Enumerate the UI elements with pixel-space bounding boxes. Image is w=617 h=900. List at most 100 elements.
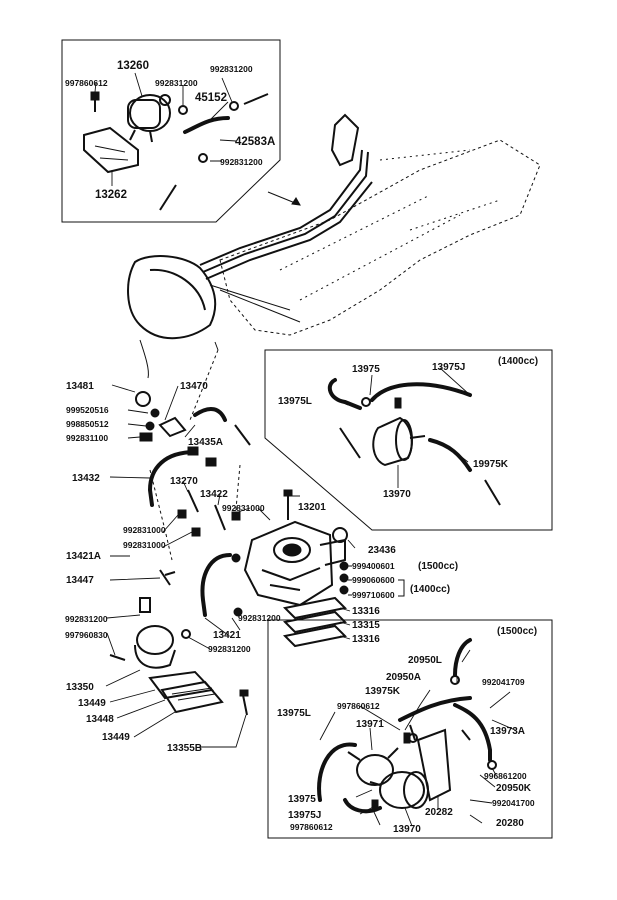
part-label: 992831000 (123, 525, 166, 535)
part-label: 13973A (490, 726, 525, 737)
part-label: 13975 (352, 364, 380, 375)
part-label: 13432 (72, 473, 100, 484)
hose-clip-icon (178, 105, 188, 115)
gasket-13316 (282, 624, 348, 648)
engine-variant-label: (1400cc) (410, 584, 450, 595)
part-label: 13975K (365, 686, 401, 697)
part-label: 992831200 (210, 64, 253, 74)
part-label: 20950L (408, 655, 442, 666)
cap-23436 (332, 527, 348, 543)
part-label: 992831200 (65, 614, 108, 624)
engine-variant-label: (1500cc) (497, 626, 537, 637)
bracket-13262 (83, 126, 139, 174)
screw-icon (90, 91, 100, 112)
washer-icon (339, 585, 349, 595)
part-label-13260: 13260 (117, 60, 149, 72)
part-label: 13970 (393, 824, 421, 835)
washer-icon (339, 573, 349, 583)
solenoid-valve-13260 (127, 94, 171, 143)
hose-13421 (200, 553, 232, 617)
part-label-45152: 45152 (195, 92, 227, 104)
part-label: 19975K (473, 459, 509, 470)
part-label: 23436 (368, 545, 396, 556)
inset-1400cc: (1400cc) 13975 13975J 13975L 19975K 1397… (264, 349, 553, 531)
main-assembly: 13481 13470 999520516 998850512 99283110… (65, 349, 458, 754)
hose-13973a (453, 703, 492, 762)
part-label: 13975J (288, 810, 321, 821)
part-label: 13316 (352, 634, 380, 645)
engine-bay-cluster (127, 255, 217, 340)
hose-clip-icon (198, 153, 208, 163)
pipe-13422 (214, 504, 226, 531)
part-label: 999520516 (66, 405, 109, 415)
part-label: 992041709 (482, 677, 525, 687)
stud-13355b (242, 694, 248, 716)
hose-20950l (453, 638, 472, 677)
bolt-icon (403, 732, 411, 744)
hose-42583a (183, 116, 230, 134)
part-label: 999710600 (352, 590, 395, 600)
hose-13435a (193, 407, 227, 422)
hose-13975l (317, 742, 357, 802)
part-label: 997860612 (65, 78, 108, 88)
clip-13481 (135, 391, 151, 407)
part-label: 13975 (288, 794, 316, 805)
part-label: 13315 (352, 620, 380, 631)
part-label: 13970 (383, 489, 411, 500)
part-label: 13449 (102, 732, 130, 743)
hose-stub (159, 184, 177, 211)
hose-clip-icon (487, 760, 497, 770)
part-label: 13270 (170, 476, 198, 487)
part-label: 996861200 (484, 771, 527, 781)
hose-clip-icon (450, 675, 460, 685)
part-label: 999060600 (352, 575, 395, 585)
hose-19975k (428, 438, 472, 472)
engine-variant-label: (1400cc) (498, 356, 538, 367)
fuel-pump-13350 (109, 597, 176, 669)
part-label: 997860612 (290, 822, 333, 832)
part-label: 13201 (298, 502, 326, 513)
hose-stub (243, 93, 269, 105)
part-label: 13975L (277, 708, 311, 719)
hose-13975j (370, 382, 472, 402)
part-label: 13975J (432, 362, 465, 373)
part-label: 998850512 (66, 419, 109, 429)
bolt-13270 (187, 489, 199, 513)
vehicle-underbody (127, 113, 541, 379)
part-label: 992831200 (155, 78, 198, 88)
part-label: 13971 (356, 719, 384, 730)
part-label: 13447 (66, 575, 94, 586)
hose-13975k (398, 696, 472, 722)
part-label: 13435A (188, 437, 223, 448)
hose-13432 (147, 450, 197, 507)
part-label: 13355B (167, 743, 202, 754)
gasket-13316 (282, 596, 348, 620)
part-label: 999400601 (352, 561, 395, 571)
part-label: 992831100 (66, 433, 108, 443)
inset-1500cc: (1500cc) 20950L 20950A 992041709 13975K (267, 619, 553, 839)
part-label: 992831200 (220, 157, 263, 167)
clip-13447 (159, 569, 176, 586)
part-label: 13421 (213, 630, 241, 641)
fuel-filter-13970 (372, 416, 426, 467)
part-label: 20282 (425, 807, 453, 818)
part-label: 13448 (86, 714, 114, 725)
carburetor (243, 520, 348, 607)
part-label-13262: 13262 (95, 189, 127, 201)
part-label: 992041700 (492, 798, 535, 808)
fuel-pump-13971 (347, 747, 399, 786)
part-label: 13422 (200, 489, 228, 500)
engine-variant-label: (1500cc) (418, 561, 458, 572)
part-label: 13470 (180, 381, 208, 392)
part-label: 13350 (66, 682, 94, 693)
part-label: 992831000 (222, 503, 265, 513)
part-label: 13421A (66, 551, 101, 562)
washer-icon (339, 561, 349, 571)
part-label: 20280 (496, 818, 524, 829)
bolt-icon (394, 397, 402, 409)
connector-13470 (158, 416, 187, 438)
part-label: 997960830 (65, 630, 108, 640)
part-label: 992831200 (238, 613, 281, 623)
part-label: 992831000 (123, 540, 166, 550)
